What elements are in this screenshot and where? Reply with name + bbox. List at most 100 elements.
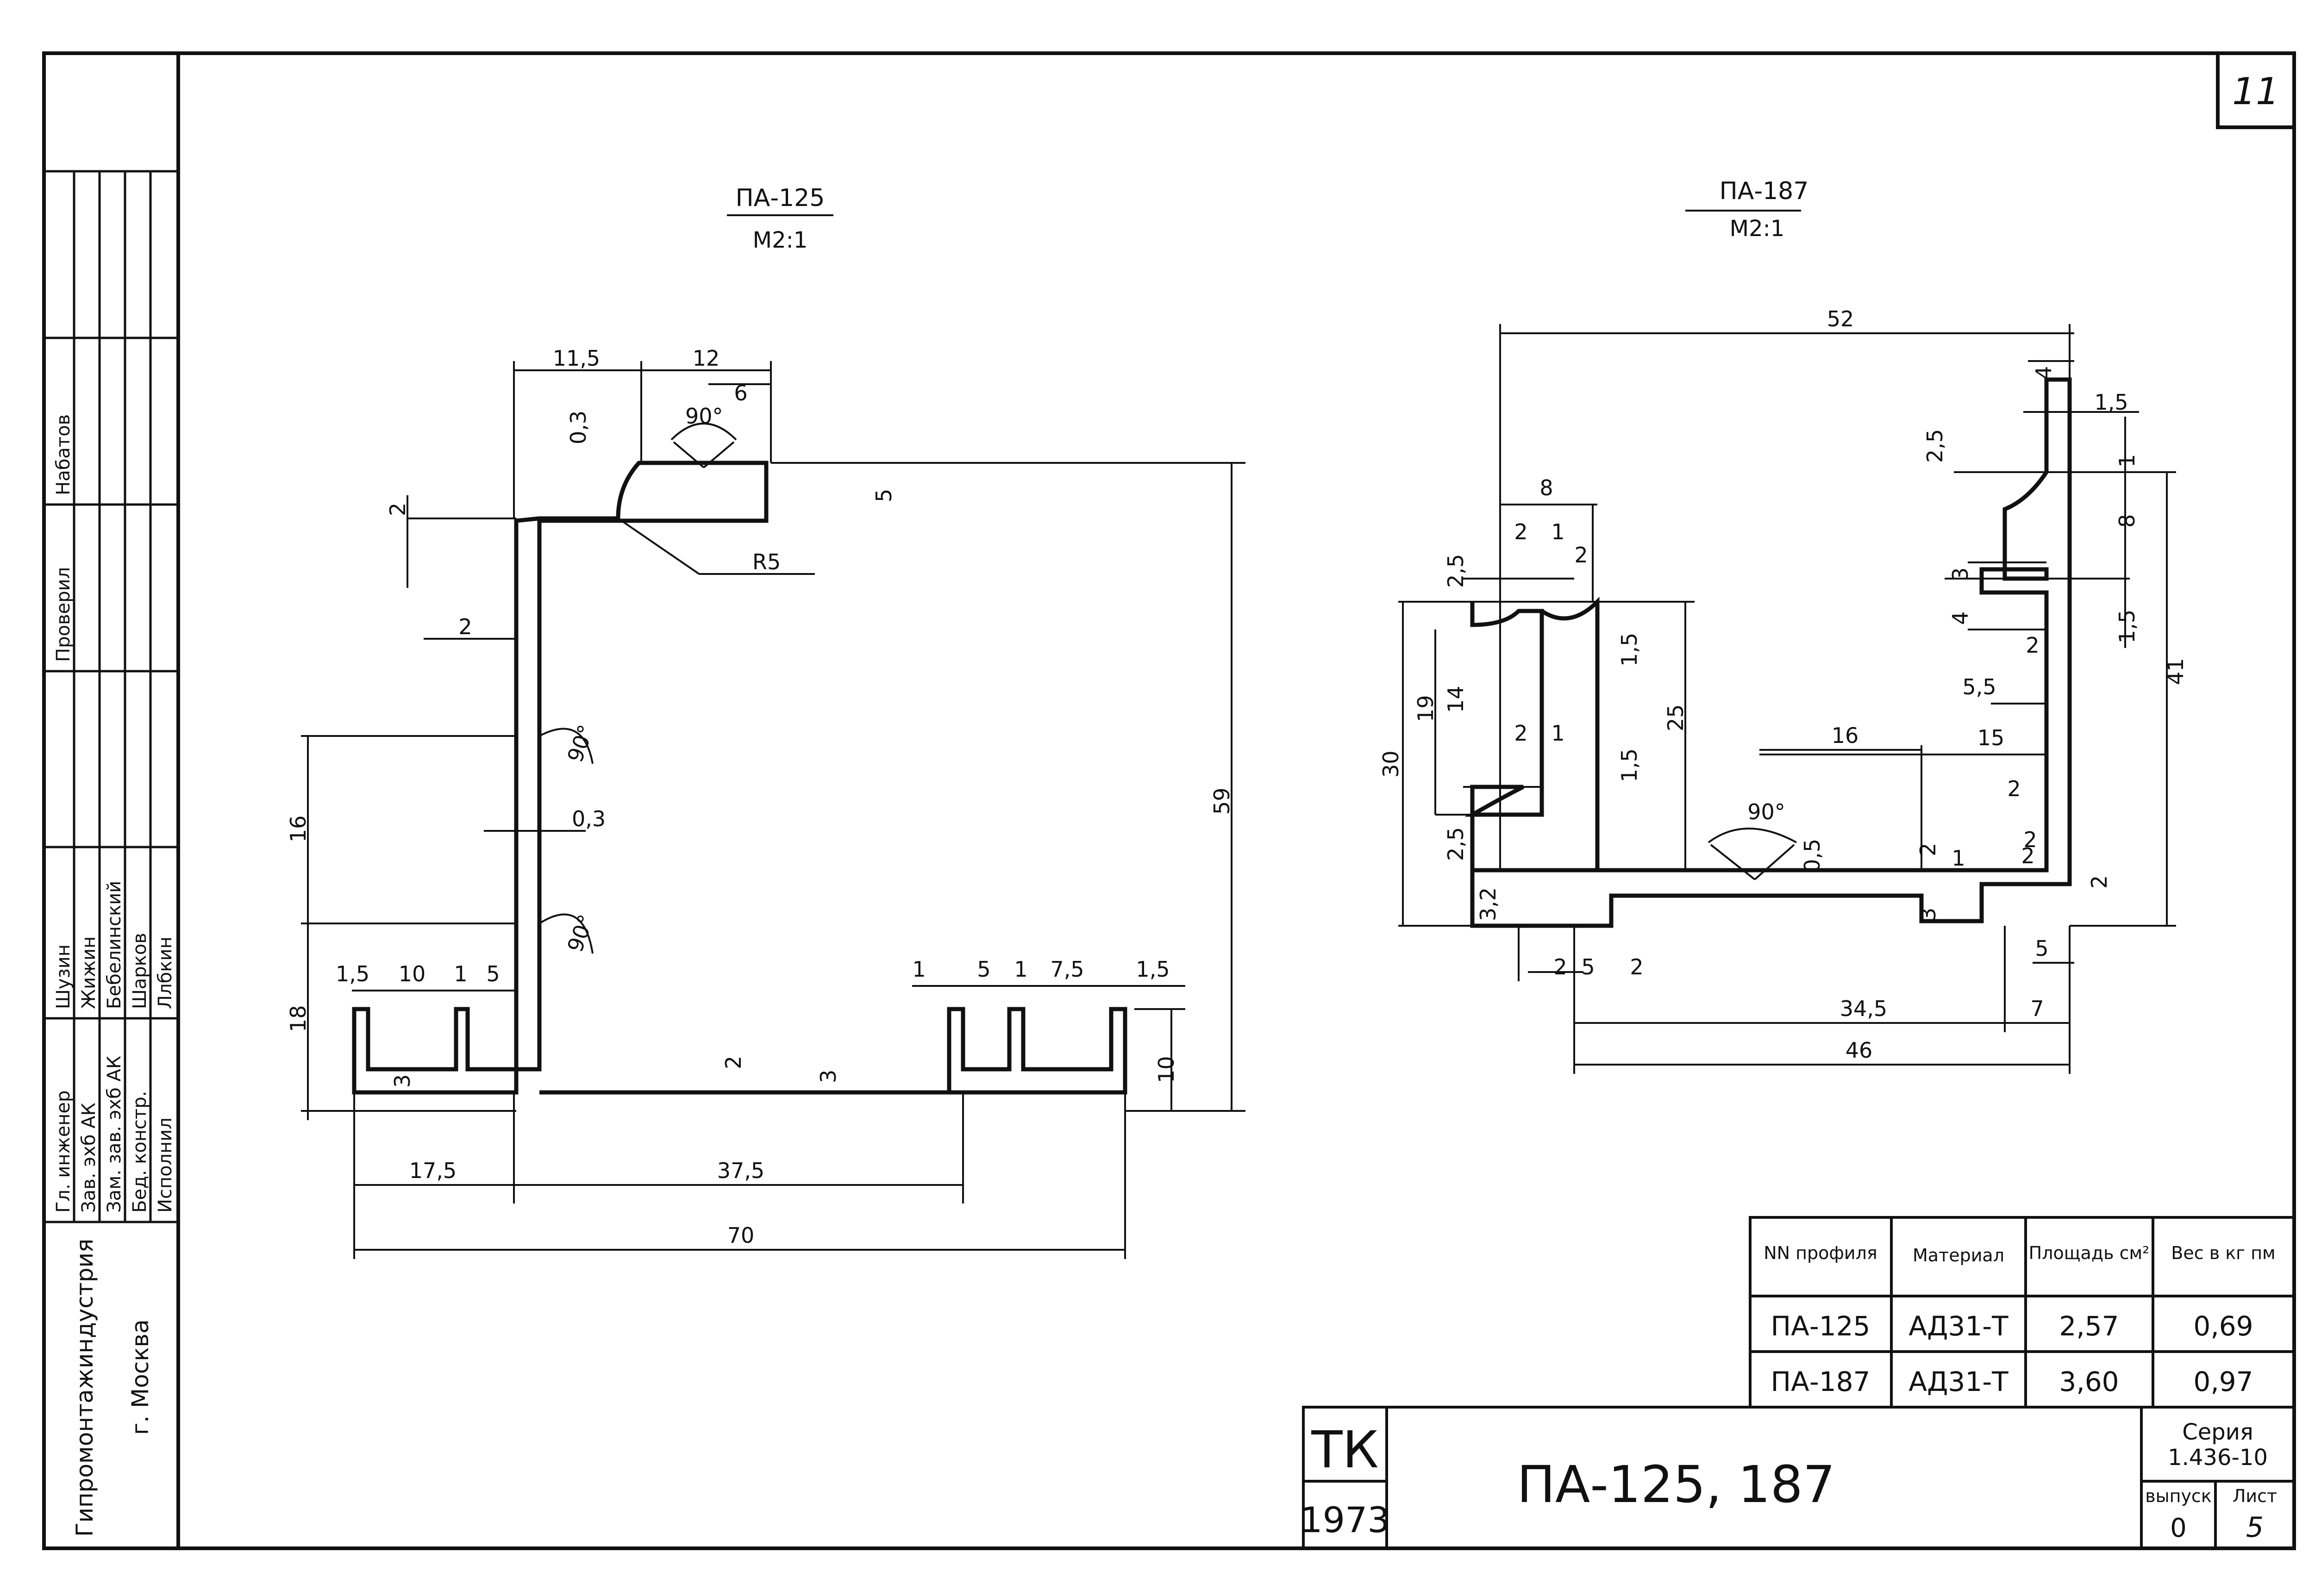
svg-text:Шарков: Шарков <box>129 933 150 1009</box>
svg-text:2: 2 <box>458 614 472 639</box>
svg-text:2: 2 <box>1915 843 1940 856</box>
svg-text:41: 41 <box>2163 658 2188 685</box>
svg-text:1: 1 <box>1551 519 1564 544</box>
svg-text:90°: 90° <box>1747 799 1785 824</box>
svg-text:5: 5 <box>1581 954 1595 979</box>
svg-text:14: 14 <box>1443 686 1468 713</box>
svg-text:2: 2 <box>1514 519 1527 544</box>
svg-text:Бебелинский: Бебелинский <box>104 881 125 1009</box>
svg-text:Площадь см²: Площадь см² <box>2029 1243 2150 1263</box>
svg-text:5: 5 <box>2246 1511 2264 1544</box>
svg-text:2,5: 2,5 <box>1922 429 1947 463</box>
svg-text:NN профиля: NN профиля <box>1764 1243 1877 1263</box>
svg-text:Проверил: Проверил <box>53 567 74 662</box>
svg-text:2: 2 <box>2087 875 2112 889</box>
svg-text:2: 2 <box>2023 827 2037 852</box>
svg-text:ПА-187: ПА-187 <box>1771 1366 1871 1397</box>
profile-a-title: ПА-125 <box>736 184 825 212</box>
left-panel-roles: Гл. инженер Зав. эхб АК Зам. зав. эхб АК… <box>53 414 176 1213</box>
svg-text:5: 5 <box>977 957 990 982</box>
svg-text:1: 1 <box>2115 454 2140 468</box>
org-mark: ТК <box>1311 1420 1378 1479</box>
svg-text:Набатов: Набатов <box>53 414 74 495</box>
svg-text:Жижин: Жижин <box>78 936 100 1009</box>
svg-text:0,97: 0,97 <box>2193 1366 2253 1397</box>
svg-text:1,5: 1,5 <box>1136 957 1170 982</box>
profile-b-title: ПА-187 <box>1720 177 1809 205</box>
svg-text:59: 59 <box>1209 787 1234 815</box>
svg-text:8: 8 <box>1539 475 1553 500</box>
svg-text:3,60: 3,60 <box>2059 1366 2119 1397</box>
svg-text:19: 19 <box>1413 695 1438 722</box>
svg-text:3: 3 <box>1948 567 1973 581</box>
svg-text:1,5: 1,5 <box>1617 748 1642 782</box>
profile-a-scale: М2:1 <box>753 227 808 253</box>
svg-text:5,5: 5,5 <box>1962 674 1996 699</box>
svg-text:2: 2 <box>1574 542 1588 567</box>
svg-text:37,5: 37,5 <box>717 1158 764 1183</box>
svg-text:Зам. зав. эхб АК: Зам. зав. эхб АК <box>104 1056 125 1213</box>
svg-text:Материал: Материал <box>1913 1245 2004 1266</box>
profile-b-scale: М2:1 <box>1730 216 1785 242</box>
svg-text:4: 4 <box>2031 366 2056 380</box>
series-number: 1.436-10 <box>2168 1445 2268 1471</box>
svg-text:выпуск: выпуск <box>2145 1486 2212 1506</box>
svg-text:90°: 90° <box>563 911 599 955</box>
svg-text:ПА-125: ПА-125 <box>1771 1310 1871 1342</box>
svg-text:7,5: 7,5 <box>1050 957 1084 982</box>
svg-text:R5: R5 <box>752 549 781 574</box>
left-strip <box>42 51 180 1550</box>
svg-text:90°: 90° <box>563 722 599 766</box>
svg-text:90°: 90° <box>685 404 723 429</box>
svg-text:0,5: 0,5 <box>1800 839 1825 873</box>
svg-text:АД31-Т: АД31-Т <box>1908 1310 2008 1342</box>
svg-text:0: 0 <box>2170 1513 2187 1543</box>
svg-text:2: 2 <box>721 1056 746 1069</box>
svg-text:5: 5 <box>486 961 500 986</box>
svg-text:2: 2 <box>2007 776 2021 801</box>
sheet-number: 11 <box>2232 70 2279 113</box>
svg-text:5: 5 <box>871 489 896 502</box>
svg-text:Зав. эхб АК: Зав. эхб АК <box>78 1103 100 1213</box>
svg-text:1: 1 <box>1014 957 1027 982</box>
svg-text:Бед. констр.: Бед. констр. <box>129 1091 150 1213</box>
svg-text:12: 12 <box>693 346 720 371</box>
svg-text:Исполнил: Исполнил <box>155 1117 176 1213</box>
sheet-number-box <box>2216 51 2296 129</box>
title-block: ТК 1973 ПА-125, 187 Серия 1.436-10 выпус… <box>1300 1406 2296 1550</box>
svg-text:3,2: 3,2 <box>1476 887 1501 921</box>
svg-text:1: 1 <box>454 961 467 986</box>
svg-text:1,5: 1,5 <box>1617 633 1642 667</box>
svg-text:Серия: Серия <box>2182 1419 2253 1445</box>
svg-text:16: 16 <box>286 815 311 842</box>
svg-text:2: 2 <box>385 503 410 516</box>
profile-a-drawing: 11,5 12 6 0,3 90° 5 2 R5 2 90° 0,3 90° 1… <box>286 346 1245 1259</box>
svg-text:5: 5 <box>2035 936 2048 961</box>
svg-text:Ллбкин: Ллбкин <box>155 936 176 1009</box>
svg-text:2: 2 <box>2026 633 2039 658</box>
svg-text:10: 10 <box>399 961 426 986</box>
svg-text:34,5: 34,5 <box>1840 996 1887 1021</box>
svg-text:2: 2 <box>1630 954 1643 979</box>
svg-text:1: 1 <box>912 957 926 982</box>
svg-text:0,3: 0,3 <box>572 806 606 831</box>
svg-text:52: 52 <box>1827 306 1854 331</box>
svg-text:2: 2 <box>1514 721 1527 746</box>
svg-text:2,5: 2,5 <box>1443 827 1468 861</box>
svg-text:8: 8 <box>2115 514 2140 528</box>
svg-text:30: 30 <box>1378 750 1403 778</box>
svg-text:1,5: 1,5 <box>2115 610 2140 643</box>
svg-text:1: 1 <box>1952 846 1965 871</box>
svg-text:1: 1 <box>1551 721 1564 746</box>
svg-text:7: 7 <box>2030 996 2044 1021</box>
svg-text:Шузин: Шузин <box>53 944 74 1009</box>
svg-text:15: 15 <box>1977 725 2005 750</box>
spec-table: NN профиля Материал Площадь см² Вес в кг… <box>1749 1216 2296 1409</box>
svg-text:2: 2 <box>2021 843 2034 868</box>
svg-text:Вес в кг пм: Вес в кг пм <box>2171 1243 2275 1263</box>
svg-text:0,69: 0,69 <box>2193 1310 2253 1342</box>
svg-text:25: 25 <box>1663 704 1688 731</box>
svg-text:3: 3 <box>390 1074 415 1088</box>
svg-text:10: 10 <box>1154 1056 1179 1083</box>
